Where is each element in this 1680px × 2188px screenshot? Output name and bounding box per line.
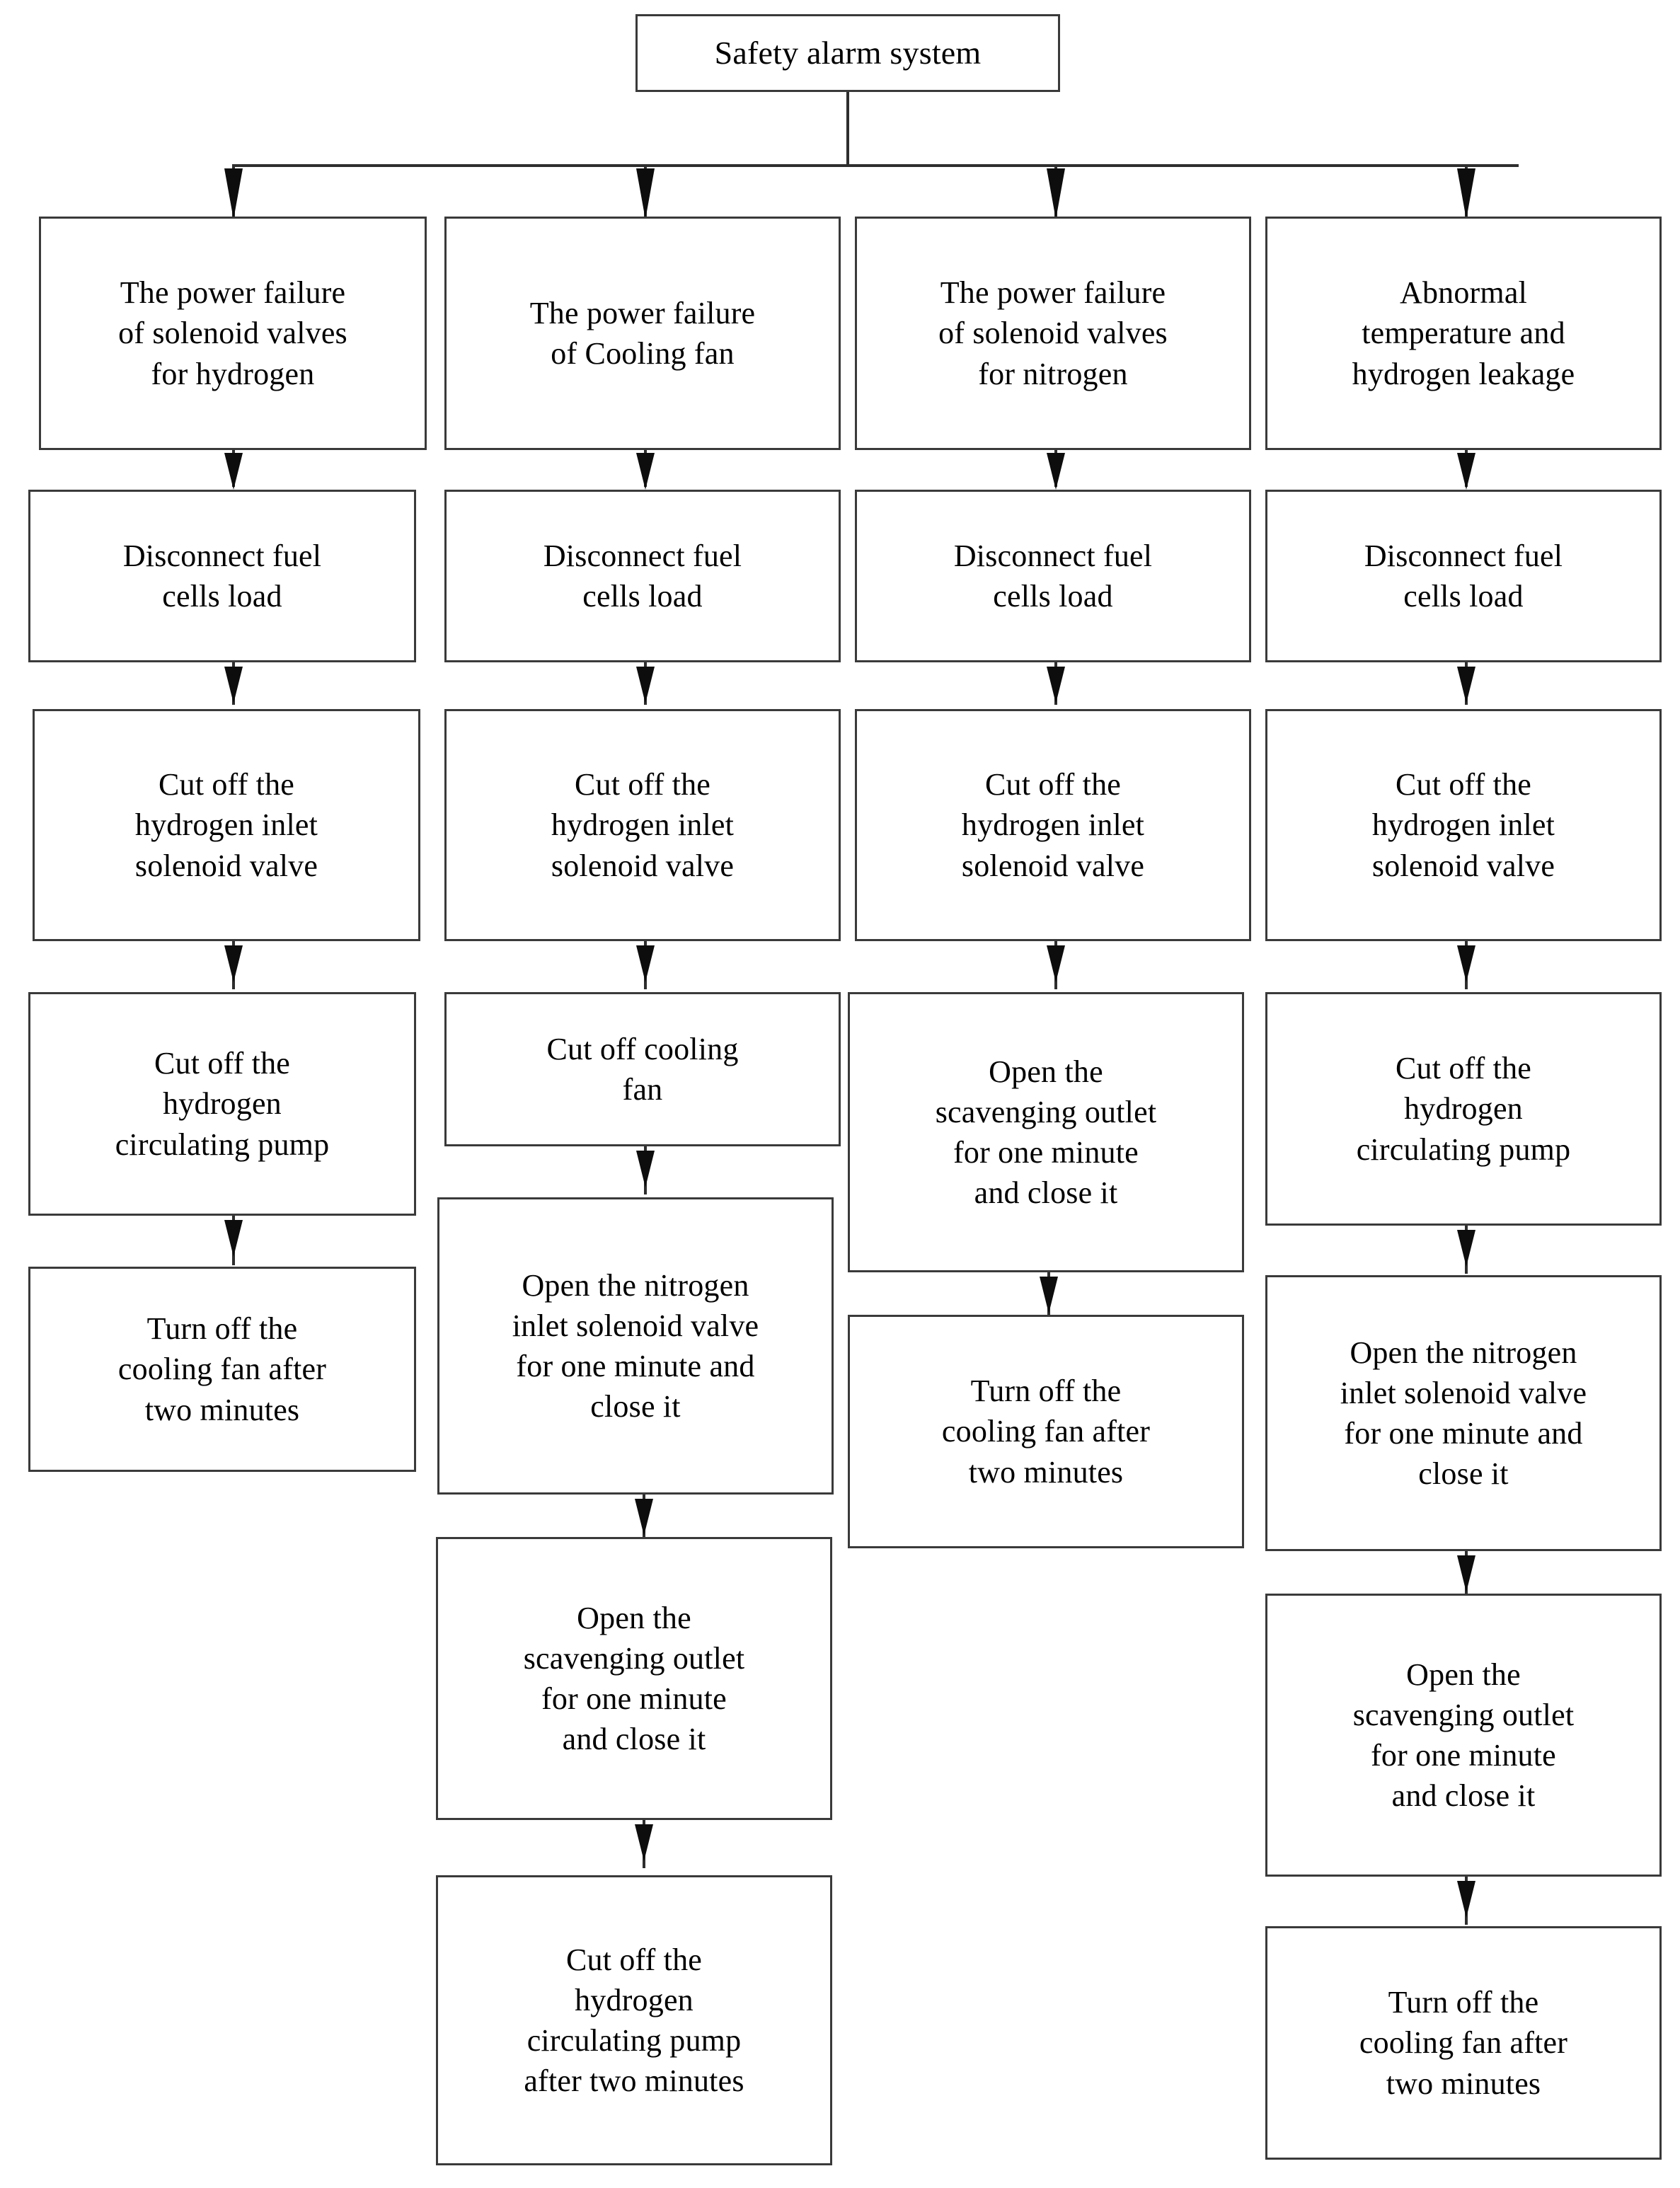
node-col4-step1[interactable]: Abnormal temperature and hydrogen leakag… xyxy=(1265,217,1662,450)
node-col3-step5[interactable]: Turn off the cooling fan after two minut… xyxy=(848,1315,1244,1548)
node-col4-step6-label: Open the scavenging outlet for one minut… xyxy=(1352,1657,1575,1814)
node-col4-step2-label: Disconnect fuel cells load xyxy=(1364,538,1563,614)
node-col3-step2-label: Disconnect fuel cells load xyxy=(953,538,1153,614)
node-col4-step7[interactable]: Turn off the cooling fan after two minut… xyxy=(1265,1926,1662,2160)
arrow-head-col1-3-4 xyxy=(224,945,243,982)
arrow-head-col4-5-6 xyxy=(1457,1555,1475,1592)
node-col2-step1[interactable]: The power failure of Cooling fan xyxy=(444,217,841,450)
node-col4-step4[interactable]: Cut off the hydrogen circulating pump xyxy=(1265,992,1662,1226)
node-col3-step4[interactable]: Open the scavenging outlet for one minut… xyxy=(848,992,1244,1272)
node-col2-step3-label: Cut off the hydrogen inlet solenoid valv… xyxy=(551,767,735,883)
arrow-head-col3-1-2 xyxy=(1047,453,1065,490)
arrow-head-col4-1-2 xyxy=(1457,453,1475,490)
arrow-head-col3-3-4 xyxy=(1047,945,1065,982)
node-col1-step2[interactable]: Disconnect fuel cells load xyxy=(28,490,416,662)
node-col4-step5-label: Open the nitrogen inlet solenoid valve f… xyxy=(1340,1335,1587,1492)
arrow-head-col2-3-4 xyxy=(636,945,655,982)
node-col3-step5-label: Turn off the cooling fan after two minut… xyxy=(941,1374,1151,1490)
node-col2-step6-label: Open the scavenging outlet for one minut… xyxy=(523,1600,745,1757)
arrow-head-branch-4 xyxy=(1457,168,1475,219)
arrow-head-branch-1 xyxy=(224,168,243,219)
node-root[interactable]: Safety alarm system xyxy=(635,14,1060,92)
node-col3-step4-label: Open the scavenging outlet for one minut… xyxy=(935,1054,1157,1211)
node-col1-step2-label: Disconnect fuel cells load xyxy=(122,538,322,614)
node-col4-step3[interactable]: Cut off the hydrogen inlet solenoid valv… xyxy=(1265,709,1662,941)
arrow-head-col4-2-3 xyxy=(1457,667,1475,703)
arrow-head-col3-2-3 xyxy=(1047,667,1065,703)
node-col3-step3-label: Cut off the hydrogen inlet solenoid valv… xyxy=(961,767,1145,883)
node-col1-step4[interactable]: Cut off the hydrogen circulating pump xyxy=(28,992,416,1216)
node-col4-step4-label: Cut off the hydrogen circulating pump xyxy=(1356,1051,1571,1167)
node-col1-step4-label: Cut off the hydrogen circulating pump xyxy=(115,1046,330,1162)
node-col4-step2[interactable]: Disconnect fuel cells load xyxy=(1265,490,1662,662)
node-col4-step3-label: Cut off the hydrogen inlet solenoid valv… xyxy=(1371,767,1555,883)
arrow-head-col3-4-5 xyxy=(1040,1277,1058,1313)
arrow-head-col2-5-6 xyxy=(635,1499,653,1536)
arrow-head-col4-3-4 xyxy=(1457,945,1475,982)
node-col2-step7[interactable]: Cut off the hydrogen circulating pump af… xyxy=(436,1875,832,2165)
node-col2-step1-label: The power failure of Cooling fan xyxy=(529,295,756,371)
node-col4-step5[interactable]: Open the nitrogen inlet solenoid valve f… xyxy=(1265,1275,1662,1551)
connector-root-stem xyxy=(846,92,849,164)
node-col3-step1-label: The power failure of solenoid valves for… xyxy=(938,275,1168,391)
arrow-head-col1-4-5 xyxy=(224,1220,243,1257)
arrow-head-branch-3 xyxy=(1047,168,1065,219)
arrow-head-col2-4-5 xyxy=(636,1151,655,1187)
node-col1-step5[interactable]: Turn off the cooling fan after two minut… xyxy=(28,1267,416,1472)
arrow-head-col4-6-7 xyxy=(1457,1881,1475,1918)
node-col2-step4[interactable]: Cut off cooling fan xyxy=(444,992,841,1146)
node-col2-step2-label: Disconnect fuel cells load xyxy=(543,538,742,614)
node-col3-step2[interactable]: Disconnect fuel cells load xyxy=(855,490,1251,662)
arrow-head-col2-1-2 xyxy=(636,453,655,490)
node-col3-step3[interactable]: Cut off the hydrogen inlet solenoid valv… xyxy=(855,709,1251,941)
node-col2-step4-label: Cut off cooling fan xyxy=(546,1031,739,1107)
node-col3-step1[interactable]: The power failure of solenoid valves for… xyxy=(855,217,1251,450)
node-col4-step6[interactable]: Open the scavenging outlet for one minut… xyxy=(1265,1594,1662,1877)
node-col4-step7-label: Turn off the cooling fan after two minut… xyxy=(1359,1985,1568,2101)
node-col2-step3[interactable]: Cut off the hydrogen inlet solenoid valv… xyxy=(444,709,841,941)
node-col2-step5[interactable]: Open the nitrogen inlet solenoid valve f… xyxy=(437,1197,834,1495)
node-col1-step1[interactable]: The power failure of solenoid valves for… xyxy=(39,217,427,450)
node-col4-step1-label: Abnormal temperature and hydrogen leakag… xyxy=(1352,275,1575,391)
arrow-head-col1-1-2 xyxy=(224,453,243,490)
arrow-head-col1-2-3 xyxy=(224,667,243,703)
connector-branch-bus xyxy=(232,164,1519,167)
node-col1-step5-label: Turn off the cooling fan after two minut… xyxy=(117,1311,327,1427)
arrow-head-branch-2 xyxy=(636,168,655,219)
node-col1-step3[interactable]: Cut off the hydrogen inlet solenoid valv… xyxy=(33,709,420,941)
arrow-head-col4-4-5 xyxy=(1457,1230,1475,1267)
node-col2-step5-label: Open the nitrogen inlet solenoid valve f… xyxy=(512,1267,759,1424)
node-root-label: Safety alarm system xyxy=(714,35,982,71)
node-col2-step7-label: Cut off the hydrogen circulating pump af… xyxy=(524,1942,744,2099)
arrow-head-col2-2-3 xyxy=(636,667,655,703)
node-col1-step3-label: Cut off the hydrogen inlet solenoid valv… xyxy=(134,767,318,883)
node-col1-step1-label: The power failure of solenoid valves for… xyxy=(118,275,347,391)
arrow-head-col2-6-7 xyxy=(635,1824,653,1861)
node-col2-step6[interactable]: Open the scavenging outlet for one minut… xyxy=(436,1537,832,1820)
node-col2-step2[interactable]: Disconnect fuel cells load xyxy=(444,490,841,662)
